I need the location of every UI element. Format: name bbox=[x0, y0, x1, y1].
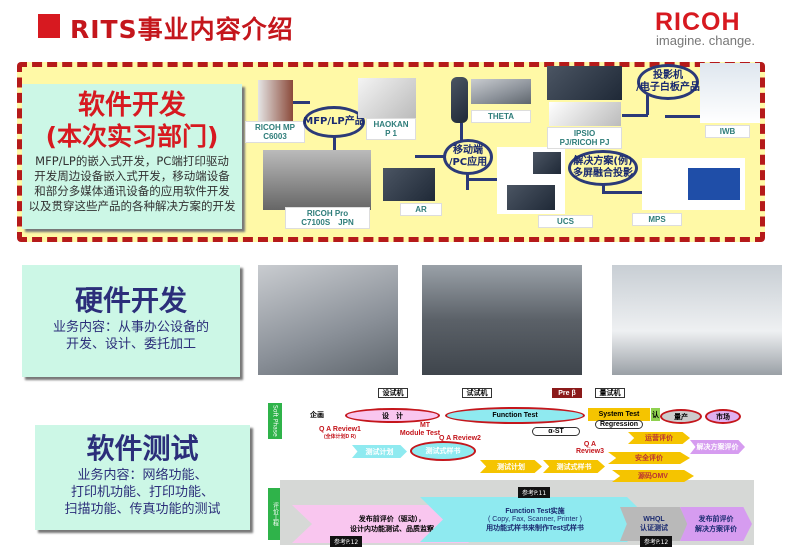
haokan-image bbox=[358, 78, 416, 118]
arrow-test-plan2: 测试计划 bbox=[480, 460, 542, 473]
ipsio-screens-image bbox=[547, 66, 622, 100]
module-test-label: Module Test bbox=[399, 429, 441, 437]
theta-label: THETA bbox=[471, 110, 531, 123]
phase-cert: 认 bbox=[651, 408, 660, 421]
phase-system-test: System Test bbox=[588, 408, 650, 421]
test-spec-ellipse: 测试式样书 bbox=[410, 441, 476, 461]
function-test-execution: Function Test实施( Copy, Fax, Scanner, Pri… bbox=[420, 497, 650, 542]
ricoh-pro-image bbox=[263, 150, 371, 210]
software-dev-title: 软件开发 bbox=[78, 90, 186, 121]
hardware-dev-card: 硬件开发 业务内容：从事办公设备的 开发、设计、委托加工 bbox=[22, 265, 240, 377]
regression: Regression bbox=[595, 420, 643, 429]
hub-solution: 解决方案(例)多屏融合投影 bbox=[568, 150, 638, 186]
alpha-st: α-ST bbox=[532, 427, 580, 436]
release-solution-eval: 发布前评价解决方案评价 bbox=[680, 507, 752, 541]
test-desc-line: 扫描功能、传真功能的测试 bbox=[64, 502, 221, 517]
test-desc-line: 打印机功能、打印功能、 bbox=[70, 485, 214, 500]
tag-prototype2: 试试机 bbox=[462, 388, 492, 398]
phase-plan: 企画 bbox=[310, 412, 324, 419]
tag-prototype1: 设试机 bbox=[378, 388, 408, 398]
arrow-solution-eval: 解决方案评价 bbox=[690, 440, 745, 454]
phase-market: 市场 bbox=[705, 409, 741, 424]
tag-prototype3: 量试机 bbox=[595, 388, 625, 398]
ref-p11: 参考P.11 bbox=[518, 487, 551, 498]
ar-image bbox=[383, 168, 435, 201]
arrow-test-spec2: 测试式样书 bbox=[543, 460, 605, 473]
page-title: RITS事业内容介绍 bbox=[70, 15, 294, 44]
software-dev-card: 软件开发 (本次实习部门) MFP/LP的嵌入式开发，PC端打印驱动 开发周边设… bbox=[22, 84, 242, 229]
lab-photo bbox=[612, 265, 782, 375]
software-dev-subtitle: (本次实习部门) bbox=[45, 122, 219, 151]
theta-camera-image bbox=[451, 77, 468, 123]
building-photo bbox=[258, 265, 398, 375]
qa-review1: Q A Review1 bbox=[319, 425, 361, 433]
software-test-card: 软件测试 业务内容：网络功能、 打印机功能、打印功能、 扫描功能、传真功能的测试 bbox=[35, 425, 250, 530]
office-photo bbox=[422, 265, 582, 375]
projector-image bbox=[549, 102, 621, 126]
qa-review1-sub: (全体计划D R) bbox=[324, 434, 356, 440]
mp-c6003-image bbox=[258, 80, 293, 128]
connector bbox=[602, 191, 642, 194]
software-dev-description: MFP/LP的嵌入式开发，PC端打印驱动 开发周边设备嵌入式开发，移动端设备 和… bbox=[22, 154, 242, 214]
ucs-label: UCS bbox=[538, 215, 593, 228]
connector bbox=[602, 185, 605, 193]
logo-tagline: imagine. change. bbox=[656, 33, 756, 48]
ar-label: AR bbox=[400, 203, 442, 216]
mt-label: MT bbox=[419, 421, 431, 429]
mps-label: MPS bbox=[632, 213, 682, 226]
desc-line: 开发周边设备嵌入式开发，移动端设备 bbox=[34, 169, 230, 183]
arrow-eval1: 运营评价 bbox=[628, 432, 690, 444]
hub-mfp-lp: MFP/LP产品 bbox=[303, 106, 365, 138]
connector bbox=[460, 123, 463, 140]
ref-p12: 参考P.12 bbox=[330, 536, 363, 547]
connector bbox=[646, 95, 649, 115]
hub-projector-iwb: 投影机/电子白板产品 bbox=[636, 64, 700, 100]
arrow-eval2: 安全评价 bbox=[608, 452, 690, 464]
iwb-image bbox=[700, 63, 760, 123]
test-desc-line: 业务内容：网络功能、 bbox=[77, 468, 208, 483]
connector bbox=[622, 114, 648, 117]
connector bbox=[466, 178, 501, 181]
software-test-title: 软件测试 bbox=[86, 432, 199, 465]
mps-image bbox=[642, 158, 745, 210]
tag-pre-beta: Pre β bbox=[552, 388, 582, 398]
arrow-test-plan: 测试计划 bbox=[352, 445, 407, 458]
evaluation-label: 评价工程 bbox=[268, 488, 282, 540]
phase-mass-production: 量产 bbox=[660, 409, 702, 424]
desc-line: 和部分多媒体通讯设备的应用软件开发 bbox=[34, 184, 230, 198]
hardware-desc-line: 开发、设计、委托加工 bbox=[65, 337, 196, 352]
ref-p12b: 参考P.12 bbox=[640, 536, 673, 547]
connector bbox=[665, 115, 700, 118]
ucs-image bbox=[497, 147, 565, 214]
iwb-label: IWB bbox=[705, 125, 750, 138]
theta-photo bbox=[471, 79, 531, 104]
connector bbox=[290, 101, 310, 104]
qa-review2: Q A Review2 bbox=[439, 434, 481, 442]
hub-mobile-pc: 移动端/PC应用 bbox=[443, 139, 493, 175]
title-marker bbox=[38, 14, 60, 38]
hardware-desc-line: 业务内容：从事办公设备的 bbox=[52, 320, 209, 335]
connector bbox=[415, 155, 445, 158]
desc-line: MFP/LP的嵌入式开发，PC端打印驱动 bbox=[35, 154, 229, 168]
arrow-omv: 源码OMV bbox=[612, 470, 694, 482]
desc-line: 以及贯穿这些产品的各种解决方案的开发 bbox=[28, 199, 236, 213]
hardware-dev-title: 硬件开发 bbox=[74, 284, 187, 317]
soft-phase-label: Soft Phase bbox=[268, 403, 282, 439]
ricoh-logo: RICOH bbox=[655, 8, 741, 36]
phase-design: 设 计 bbox=[345, 408, 440, 423]
phase-function-test: Function Test bbox=[445, 407, 585, 424]
